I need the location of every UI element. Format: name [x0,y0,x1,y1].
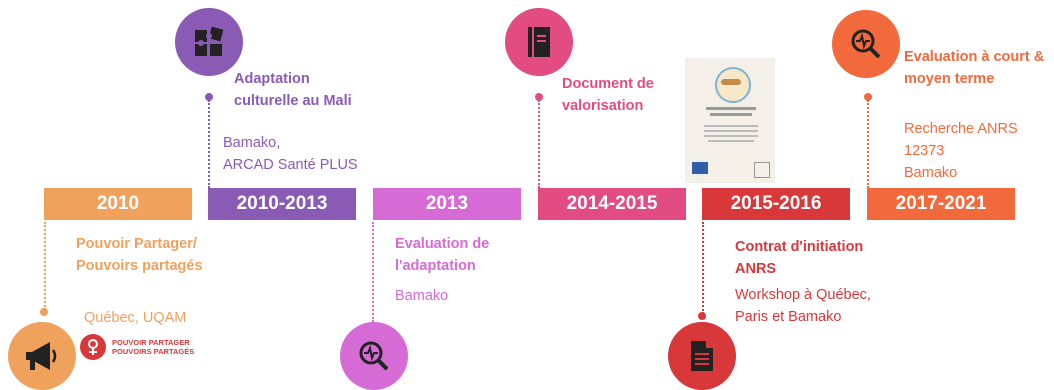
dot-2017-2021 [864,93,872,101]
document-icon [668,322,736,390]
dot-2010 [40,308,48,316]
connector-2013 [372,222,374,322]
bar-2013: 2013 [373,188,521,220]
dot-2014-2015 [535,93,543,101]
sub-2010: Québec, UQAM [84,310,187,326]
dot-2010-2013 [205,93,213,101]
sub-2015-2016: Workshop à Québec, Paris et Bamako [735,287,871,325]
sub-2010-2013: Bamako, ARCAD Santé PLUS [223,135,358,173]
megaphone-icon [8,322,76,390]
title-2010-2013: Adaptation culturelle au Mali [234,71,352,109]
bar-2010: 2010 [44,188,192,220]
year-2014-2015: 2014-2015 [566,193,658,214]
logo-line2: POUVOIRS PARTAGÉS [112,347,195,356]
sub-2017-2021: Recherche ANRS 12373 Bamako [904,121,1018,181]
bar-2015-2016: 2015-2016 [702,188,850,220]
title-2017-2021: Evaluation à court & moyen terme [904,49,1045,87]
bar-2010-2013: 2010-2013 [208,188,356,220]
puzzle-icon [175,8,243,76]
title-2014-2015: Document de valorisation [562,76,654,114]
pouvoir-partager-logo: POUVOIR PARTAGER POUVOIRS PARTAGÉS [80,334,220,362]
bar-2014-2015: 2014-2015 [538,188,686,220]
connector-2014-2015 [538,100,540,188]
title-2010: Pouvoir Partager/ Pouvoirs partagés [76,236,203,274]
logo-line1: POUVOIR PARTAGER [112,338,190,347]
connector-2010-2013 [208,100,210,188]
connector-2017-2021 [867,100,869,188]
sub-2013: Bamako [395,288,449,304]
title-2013: Evaluation de l'adaptation [395,236,490,274]
connector-2015-2016 [702,222,704,314]
year-2010: 2010 [96,193,140,214]
magnify-heartbeat-icon [340,322,408,390]
year-2010-2013: 2010-2013 [236,193,328,214]
magnify-heartbeat-icon-2 [832,10,900,78]
logo-icon [80,334,106,360]
dot-2015-2016 [698,312,706,320]
bar-2017-2021: 2017-2021 [867,188,1015,220]
document-cover-image [685,58,775,183]
title-2015-2016: Contrat d'initiation ANRS [735,239,864,277]
year-2013: 2013 [425,193,469,214]
year-2017-2021: 2017-2021 [895,193,987,214]
connector-2010 [44,222,46,310]
notebook-icon [505,8,573,76]
year-2015-2016: 2015-2016 [730,193,822,214]
